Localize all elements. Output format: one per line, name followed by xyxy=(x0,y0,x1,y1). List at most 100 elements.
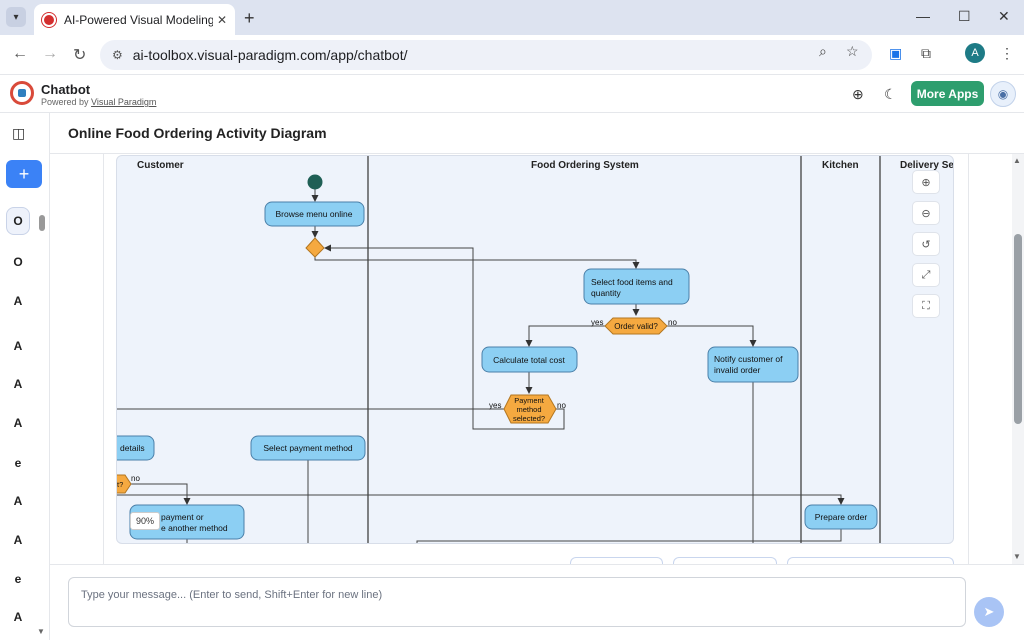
favicon-icon xyxy=(42,12,56,27)
edge-label-no: no xyxy=(131,474,140,483)
lane-customer: Customer xyxy=(137,160,184,171)
main-scrollbar-thumb[interactable] xyxy=(1014,234,1022,424)
sidebar-item[interactable]: A xyxy=(13,416,23,430)
node-label: Select food items and xyxy=(591,277,673,287)
site-info-icon[interactable]: ⚙ xyxy=(112,48,123,62)
extensions-puzzle-icon[interactable]: ⧉ xyxy=(921,45,931,61)
bookmark-star-icon[interactable]: ☆ xyxy=(846,43,859,59)
dark-mode-moon-icon[interactable]: ☾ xyxy=(884,86,897,102)
node-label: invalid order xyxy=(714,365,760,375)
chat-message-input[interactable]: Type your message... (Enter to send, Shi… xyxy=(68,577,966,627)
node-label: payment or xyxy=(161,512,204,522)
sidebar-item[interactable]: A xyxy=(13,339,23,353)
zoom-out-icon[interactable]: ⊖ xyxy=(912,201,940,225)
url-field[interactable]: ⚙ ai-toolbox.visual-paradigm.com/app/cha… xyxy=(100,40,872,70)
edge-label-no: no xyxy=(668,318,677,327)
edge-label-yes: yes xyxy=(489,401,501,410)
extension-icon[interactable]: ▣ xyxy=(889,45,903,61)
action-button[interactable] xyxy=(673,557,777,567)
decision-payment-selected[interactable]: Payment method selected? xyxy=(503,394,557,424)
zoom-page-icon[interactable]: ⌕ xyxy=(819,43,827,59)
reload-icon[interactable]: ↻ xyxy=(73,47,87,64)
node-notify-invalid[interactable]: Notify customer of invalid order xyxy=(707,346,799,383)
node-label: Prepare order xyxy=(815,512,868,522)
decision-order-valid[interactable]: Order valid? xyxy=(604,317,668,335)
action-button[interactable] xyxy=(570,557,663,567)
powered-prefix: Powered by xyxy=(41,97,89,107)
sidebar-item[interactable]: A xyxy=(13,610,23,624)
app-name: Chatbot xyxy=(41,82,91,97)
node-label: details xyxy=(120,443,145,453)
send-icon: ➤ xyxy=(983,604,995,619)
zoom-in-icon[interactable]: ⊕ xyxy=(912,170,940,194)
node-label: Notify customer of xyxy=(714,354,783,364)
node-label: Browse menu online xyxy=(275,209,352,219)
decision-label: t? xyxy=(117,480,123,489)
node-label: Calculate total cost xyxy=(493,355,565,365)
diagram-toolbar: ⊕ ⊖ ↺ ⤢ ⛶ xyxy=(912,170,940,325)
node-select-food-items[interactable]: Select food items and quantity xyxy=(583,268,690,305)
chat-input-area xyxy=(50,564,1024,640)
sidebar-item[interactable]: O xyxy=(6,207,30,235)
edge-label-yes: yes xyxy=(591,318,603,327)
sidebar-item[interactable]: A xyxy=(13,533,23,547)
page-title: Online Food Ordering Activity Diagram xyxy=(68,125,327,141)
fit-to-screen-icon[interactable]: ⤢ xyxy=(912,263,940,287)
sidebar-item[interactable]: O xyxy=(13,255,23,269)
node-prepare-order[interactable]: Prepare order xyxy=(804,504,878,530)
bot-avatar-icon[interactable]: ◉ xyxy=(990,81,1016,107)
sidebar-item[interactable]: A xyxy=(13,494,23,508)
activity-diagram: Customer Food Ordering System Kitchen De… xyxy=(117,156,953,543)
node-enter-details[interactable]: details xyxy=(117,435,155,461)
globe-icon[interactable]: ⊕ xyxy=(852,86,864,102)
app-header: Chatbot Powered by Visual Paradigm ⊕ ☾ M… xyxy=(0,75,1024,113)
back-icon[interactable]: ← xyxy=(12,45,28,62)
more-apps-button[interactable]: More Apps xyxy=(911,81,984,106)
new-tab-icon[interactable]: + xyxy=(244,8,255,28)
browser-tab[interactable]: AI-Powered Visual Modeling Ch ✕ xyxy=(34,4,235,35)
decision-label: selected? xyxy=(513,414,545,423)
powered-link[interactable]: Visual Paradigm xyxy=(91,97,157,107)
decision-label: method xyxy=(516,405,541,414)
browser-tab-bar: ▾ AI-Powered Visual Modeling Ch ✕ + — ☐ … xyxy=(0,0,1024,35)
node-browse-menu[interactable]: Browse menu online xyxy=(264,201,365,227)
tab-search-icon[interactable]: ▾ xyxy=(6,7,26,27)
sidebar-item[interactable]: e xyxy=(14,456,22,470)
sidebar-item[interactable]: A xyxy=(13,377,23,391)
reset-view-icon[interactable]: ↺ xyxy=(912,232,940,256)
scroll-down-arrow-icon[interactable]: ▼ xyxy=(1013,552,1021,561)
maximize-icon[interactable]: ☐ xyxy=(958,8,971,24)
send-button[interactable]: ➤ xyxy=(974,597,1004,627)
merge-decision-node[interactable] xyxy=(305,237,325,258)
url-text: ai-toolbox.visual-paradigm.com/app/chatb… xyxy=(132,47,408,63)
node-label: e another method xyxy=(161,523,228,533)
browser-menu-icon[interactable]: ⋮ xyxy=(1000,45,1014,61)
forward-icon[interactable]: → xyxy=(42,45,58,62)
fullscreen-icon[interactable]: ⛶ xyxy=(912,294,940,318)
decision-label: Order valid? xyxy=(614,322,658,331)
node-select-payment-method[interactable]: Select payment method xyxy=(250,435,366,461)
sidebar-item[interactable]: A xyxy=(13,294,23,308)
close-tab-icon[interactable]: ✕ xyxy=(216,12,227,27)
new-chat-button[interactable]: + xyxy=(6,160,42,188)
scroll-down-arrow-icon[interactable]: ▼ xyxy=(37,627,45,636)
sidebar-item[interactable]: e xyxy=(14,572,22,586)
visual-paradigm-logo-icon xyxy=(10,81,34,105)
profile-avatar[interactable]: A xyxy=(965,43,985,63)
diagram-canvas[interactable]: Customer Food Ordering System Kitchen De… xyxy=(116,155,954,544)
scroll-up-arrow-icon[interactable]: ▲ xyxy=(1013,156,1021,165)
minimize-icon[interactable]: — xyxy=(916,8,930,24)
tab-title: AI-Powered Visual Modeling Ch xyxy=(63,12,213,27)
start-node[interactable] xyxy=(307,174,323,190)
zoom-level-badge: 90% xyxy=(130,512,160,530)
sidebar-toggle-icon[interactable]: ◫ xyxy=(12,125,26,141)
node-calculate-total[interactable]: Calculate total cost xyxy=(481,346,578,373)
decision-retry[interactable]: t? xyxy=(117,474,132,494)
sidebar-scrollbar[interactable] xyxy=(39,215,45,231)
lane-food-ordering-system: Food Ordering System xyxy=(531,160,639,171)
action-button[interactable] xyxy=(787,557,954,567)
address-bar: ← → ↻ ⚙ ai-toolbox.visual-paradigm.com/a… xyxy=(0,35,1024,75)
node-label: Select payment method xyxy=(263,443,353,453)
close-window-icon[interactable]: ✕ xyxy=(998,8,1010,24)
divider xyxy=(50,153,1024,154)
